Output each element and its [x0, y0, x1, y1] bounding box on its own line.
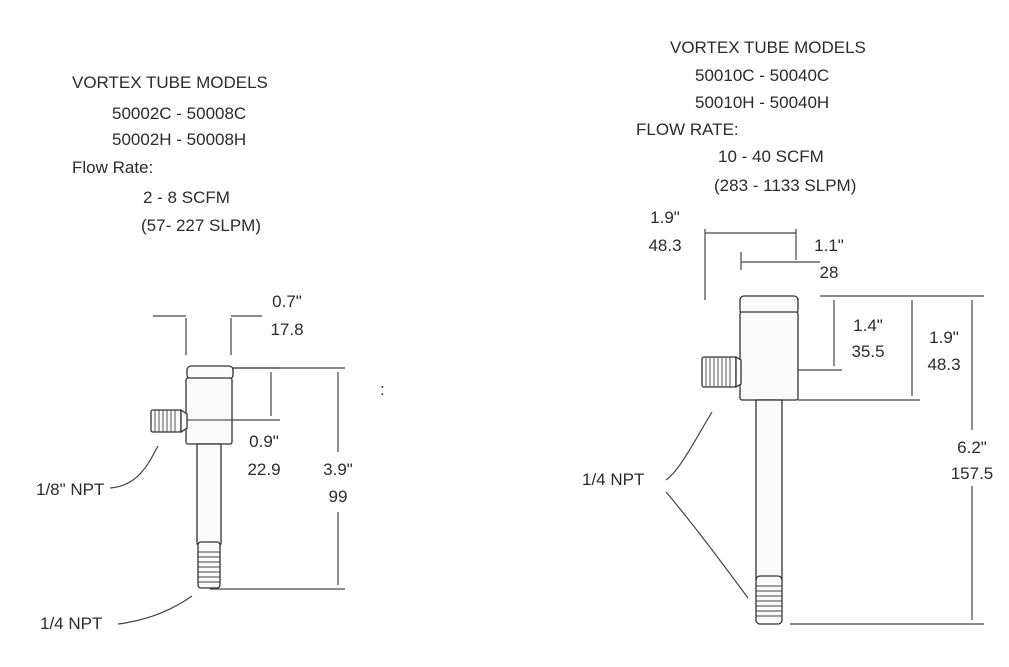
left-models-c: 50002C - 50008C — [112, 104, 247, 123]
left-inlet-label: 1/8" NPT — [36, 480, 105, 499]
left-title: VORTEX TUBE MODELS — [72, 73, 268, 92]
left-total-mm: 99 — [328, 487, 348, 506]
left-total-in: 3.9" — [323, 460, 353, 479]
left-vortex-tube — [150, 365, 234, 589]
separator-mark: : — [380, 380, 385, 399]
right-half-mm: 28 — [819, 263, 839, 282]
left-flow-scfm: 2 - 8 SCFM — [143, 188, 230, 207]
right-center-in: 1.4" — [853, 316, 883, 335]
left-body-mm: 22.9 — [247, 460, 281, 479]
right-width-mm: 48.3 — [648, 236, 682, 255]
right-total-dimension — [790, 295, 984, 625]
left-inlet-leader — [109, 445, 159, 489]
right-inlet-label: 1/4 NPT — [582, 470, 645, 489]
right-half-in: 1.1" — [814, 236, 844, 255]
left-total-dimension — [210, 367, 345, 590]
right-flow-slpm: (283 - 1133 SLPM) — [714, 176, 857, 195]
left-outlet-label: 1/4 NPT — [40, 614, 103, 633]
right-flow-label: FLOW RATE: — [636, 120, 739, 139]
right-models-h: 50010H - 50040H — [695, 93, 830, 112]
right-outlet-leader — [665, 491, 749, 599]
right-total-in: 6.2" — [957, 438, 987, 457]
right-width-dimension — [704, 229, 797, 300]
right-body-dimension — [798, 300, 920, 401]
right-half-dimension — [740, 252, 820, 270]
left-flow-slpm: (57- 227 SLPM) — [141, 216, 261, 235]
left-width-dimension — [153, 315, 262, 355]
left-outlet-leader — [117, 595, 193, 625]
right-width-in: 1.9" — [650, 208, 680, 227]
right-total-mm: 157.5 — [950, 464, 994, 483]
left-models-h: 50002H - 50008H — [112, 130, 247, 149]
left-flow-label: Flow Rate: — [72, 158, 154, 177]
right-vortex-tube — [701, 295, 799, 625]
left-width-in: 0.7" — [272, 292, 302, 311]
right-title: VORTEX TUBE MODELS — [670, 38, 866, 57]
left-body-in: 0.9" — [249, 432, 279, 451]
left-width-mm: 17.8 — [270, 320, 304, 339]
right-inlet-leader — [665, 411, 713, 481]
right-models-c: 50010C - 50040C — [695, 66, 830, 85]
right-body-in: 1.9" — [929, 328, 959, 347]
right-body-mm: 48.3 — [927, 355, 961, 374]
left-body-dimension — [232, 367, 280, 421]
right-center-mm: 35.5 — [851, 342, 885, 361]
right-flow-scfm: 10 - 40 SCFM — [718, 147, 824, 166]
